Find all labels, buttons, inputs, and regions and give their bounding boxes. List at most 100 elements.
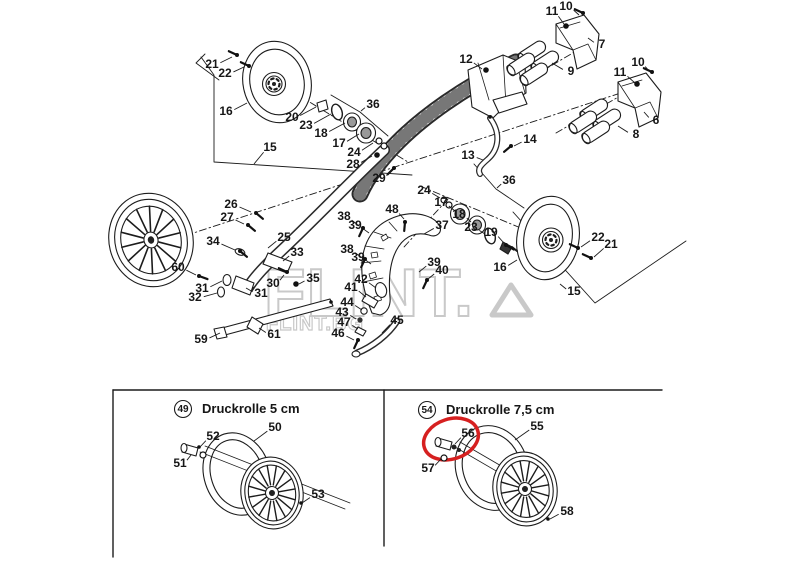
svg-text:57: 57 (421, 461, 435, 475)
part-label-6: 6 (643, 111, 660, 127)
svg-text:28: 28 (346, 157, 360, 171)
svg-text:61: 61 (267, 327, 281, 341)
bearing-stack-right (449, 203, 518, 255)
part-label-14: 14 (513, 132, 537, 147)
part-label-23: 23 (299, 113, 332, 132)
part-label-20: 20 (285, 106, 317, 124)
part-label-15: 15 (559, 283, 581, 298)
part-label-35: 35 (298, 271, 320, 285)
svg-text:31: 31 (254, 286, 268, 300)
svg-text:14: 14 (523, 132, 537, 146)
bearing-stack-left (316, 99, 377, 144)
part-label-31: 31 (195, 280, 223, 295)
svg-text:58: 58 (560, 504, 574, 518)
svg-text:19: 19 (484, 225, 498, 239)
watermark-triangle-icon (489, 282, 534, 318)
part-label-18: 18 (452, 207, 472, 223)
svg-text:16: 16 (493, 260, 507, 274)
part-label-46: 46 (331, 326, 355, 341)
svg-text:42: 42 (354, 272, 368, 286)
svg-text:17: 17 (332, 136, 346, 150)
hardware-layer (197, 8, 654, 521)
part-label-38: 38 (340, 242, 362, 258)
svg-text:10: 10 (559, 0, 573, 13)
svg-text:11: 11 (546, 4, 559, 18)
part-label-41: 41 (344, 280, 367, 298)
part-label-58: 58 (549, 504, 574, 520)
svg-text:60: 60 (171, 260, 185, 274)
svg-text:44: 44 (340, 295, 354, 309)
part-label-26: 26 (224, 197, 252, 213)
highlight-circle-56 (421, 416, 481, 462)
part-label-17: 17 (434, 195, 456, 212)
part-label-52: 52 (199, 429, 220, 448)
svg-text:46: 46 (331, 326, 345, 340)
svg-text:33: 33 (290, 245, 304, 259)
svg-text:21: 21 (604, 237, 618, 251)
svg-text:25: 25 (277, 230, 291, 244)
svg-text:8: 8 (633, 127, 640, 141)
svg-text:40: 40 (435, 263, 449, 277)
part-label-27: 27 (220, 210, 245, 225)
part-label-22: 22 (218, 66, 245, 80)
svg-text:35: 35 (306, 271, 320, 285)
part-label-10: 10 (559, 0, 580, 16)
part-label-18: 18 (314, 122, 346, 140)
svg-text:59: 59 (194, 332, 208, 346)
part-label-31: 31 (245, 286, 268, 300)
svg-text:21: 21 (205, 57, 219, 71)
svg-text:48: 48 (385, 202, 399, 216)
panel-borders (112, 389, 663, 558)
svg-text:11: 11 (614, 65, 627, 79)
svg-text:23: 23 (299, 118, 313, 132)
svg-text:39: 39 (348, 218, 362, 232)
part-label-22: 22 (580, 230, 605, 248)
panel-49-badge: 49 (177, 404, 189, 415)
svg-text:18: 18 (314, 126, 328, 140)
svg-text:24: 24 (417, 183, 431, 197)
part-label-23: 23 (464, 220, 486, 235)
panel-druckrolle-5cm (173, 399, 351, 530)
part-label-39: 39 (348, 218, 370, 234)
part-label-21: 21 (593, 237, 618, 258)
part-label-32: 32 (188, 290, 218, 304)
svg-text:53: 53 (311, 487, 325, 501)
svg-text:24: 24 (347, 145, 361, 159)
part-label-39: 39 (418, 255, 441, 273)
part-label-11: 11 (546, 4, 565, 25)
svg-text:47: 47 (337, 315, 351, 329)
svg-text:32: 32 (188, 290, 202, 304)
part-label-45: 45 (381, 313, 404, 334)
part-label-38: 38 (337, 209, 360, 227)
part-label-48: 48 (385, 202, 405, 220)
svg-text:36: 36 (366, 97, 380, 111)
part-label-30: 30 (266, 274, 285, 290)
part-label-44: 44 (340, 295, 363, 311)
svg-text:20: 20 (285, 110, 299, 124)
part-label-24: 24 (417, 183, 441, 199)
svg-text:7: 7 (599, 37, 606, 51)
part-label-47: 47 (337, 315, 359, 330)
svg-text:29: 29 (372, 171, 386, 185)
right-disc (516, 195, 580, 281)
svg-text:45: 45 (390, 313, 404, 327)
part-label-19: 19 (484, 225, 504, 243)
part-label-8: 8 (617, 125, 640, 141)
svg-text:10: 10 (631, 55, 645, 69)
part-label-34: 34 (206, 234, 236, 251)
part-label-7: 7 (587, 37, 606, 51)
svg-text:27: 27 (220, 210, 234, 224)
scraper-45 (351, 317, 401, 358)
part-label-10: 10 (631, 55, 651, 73)
svg-text:39: 39 (351, 250, 365, 264)
part-label-16: 16 (219, 102, 248, 118)
part-label-11: 11 (614, 65, 636, 84)
svg-text:56: 56 (461, 426, 475, 440)
svg-text:39: 39 (427, 255, 441, 269)
svg-text:52: 52 (206, 429, 220, 443)
left-press-wheel (108, 192, 194, 288)
frame-outline-left (195, 53, 413, 176)
part-label-51: 51 (173, 454, 192, 470)
svg-text:15: 15 (263, 140, 277, 154)
